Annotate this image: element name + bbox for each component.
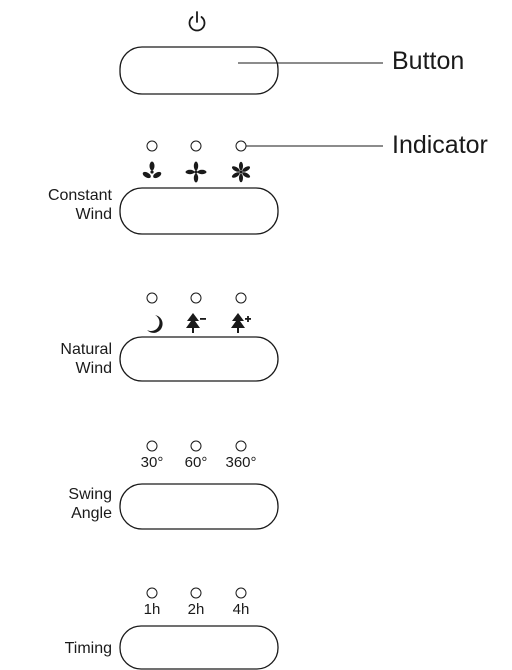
indicator-light xyxy=(190,587,202,599)
power-button[interactable] xyxy=(119,46,279,95)
constant-wind-label: Constant Wind xyxy=(2,186,112,224)
fan-medium-icon xyxy=(185,161,207,183)
moon-icon xyxy=(147,315,163,333)
indicator-light xyxy=(190,292,202,304)
label-line: Constant xyxy=(47,187,112,204)
indicator-light xyxy=(146,140,158,152)
label-line: Timing xyxy=(64,640,112,657)
timing-4h-label: 4h xyxy=(232,601,250,618)
indicator-light xyxy=(190,140,202,152)
indicator-light xyxy=(146,440,158,452)
indicator-callout-label: Indicator xyxy=(392,131,488,159)
timing-button[interactable] xyxy=(119,625,279,670)
label-line: Angle xyxy=(71,505,112,522)
indicator-light xyxy=(235,587,247,599)
swing-60-label: 60° xyxy=(184,454,208,471)
indicator-light xyxy=(146,292,158,304)
indicator-light xyxy=(190,440,202,452)
swing-360-label: 360° xyxy=(225,454,257,471)
label-line: Natural xyxy=(60,341,112,358)
fan-high-icon xyxy=(231,161,251,183)
timing-1h-label: 1h xyxy=(143,601,161,618)
swing-angle-button[interactable] xyxy=(119,483,279,530)
timing-2h-label: 2h xyxy=(187,601,205,618)
constant-wind-button[interactable] xyxy=(119,187,279,235)
tree-plus-icon xyxy=(231,313,251,333)
label-line: Wind xyxy=(75,206,112,223)
natural-wind-label: Natural Wind xyxy=(2,340,112,378)
fan-low-icon xyxy=(142,161,162,179)
timing-label: Timing xyxy=(2,639,112,658)
tree-minus-icon xyxy=(186,313,206,333)
indicator-light xyxy=(146,587,158,599)
indicator-light xyxy=(235,292,247,304)
power-icon xyxy=(188,11,206,32)
indicator-light xyxy=(235,140,247,152)
indicator-light xyxy=(235,440,247,452)
swing-30-label: 30° xyxy=(140,454,164,471)
swing-angle-label: Swing Angle xyxy=(2,485,112,523)
label-line: Wind xyxy=(75,360,112,377)
natural-wind-button[interactable] xyxy=(119,336,279,382)
button-callout-label: Button xyxy=(392,47,465,75)
label-line: Swing xyxy=(68,486,112,503)
